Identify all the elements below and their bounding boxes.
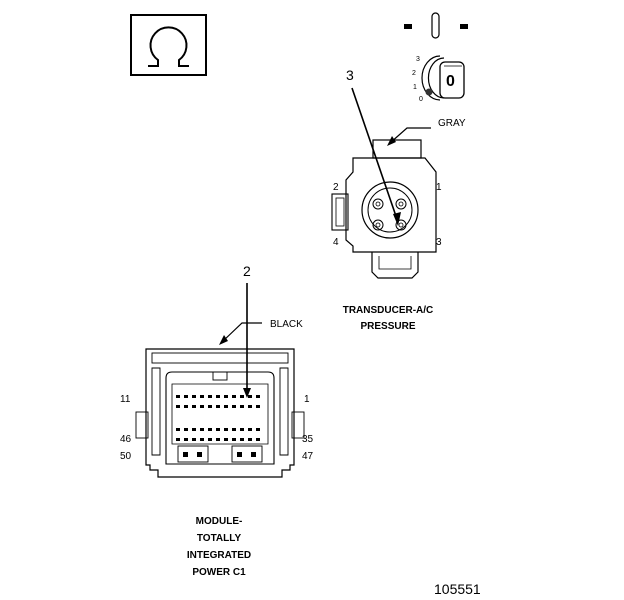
module-pin-50: 50 [120, 451, 132, 462]
module-caption-line3: INTEGRATED [187, 550, 251, 561]
transducer-pin-1: 1 [436, 182, 442, 193]
transducer-caption-line1: TRANSDUCER-A/C [343, 305, 434, 316]
module-connector [135, 348, 305, 478]
module-pin-11: 11 [120, 394, 131, 405]
module-caption-line4: POWER C1 [192, 567, 246, 578]
module-callout-arrowhead [243, 388, 251, 398]
transducer-callout-number: 3 [346, 67, 354, 83]
gray-leader-arrowhead [387, 136, 396, 146]
ignition-position-0: 0 [419, 96, 423, 103]
module-pin-35: 35 [302, 434, 314, 445]
transducer-connector [331, 139, 437, 279]
ignition-position-3: 3 [416, 56, 420, 63]
ignition-position-1: 1 [413, 84, 417, 91]
ignition-switch-icon [404, 12, 468, 101]
module-caption-line1: MODULE- [196, 516, 243, 527]
module-pin-46: 46 [120, 434, 132, 445]
module-pin-47: 47 [302, 451, 314, 462]
transducer-pin-4: 4 [333, 237, 339, 248]
ignition-key-label: 0 [446, 73, 455, 90]
black-leader-arrowhead [219, 335, 228, 345]
black-leader-line [221, 322, 262, 343]
gray-leader-line [389, 127, 431, 144]
transducer-color-label: GRAY [438, 118, 466, 129]
figure-id: 105551 [434, 581, 481, 597]
transducer-pin-3: 3 [436, 237, 442, 248]
transducer-caption-line2: PRESSURE [360, 321, 415, 332]
module-color-label: BLACK [270, 319, 303, 330]
module-caption-line2: TOTALLY [197, 533, 242, 544]
ohmmeter-symbol-icon [130, 14, 207, 76]
transducer-pin-2: 2 [333, 182, 339, 193]
transducer-callout-arrow [351, 87, 399, 223]
module-pin-1: 1 [304, 394, 310, 405]
ignition-position-2: 2 [412, 70, 416, 77]
module-callout-number: 2 [243, 263, 251, 279]
transducer-callout-arrowhead [393, 212, 401, 226]
